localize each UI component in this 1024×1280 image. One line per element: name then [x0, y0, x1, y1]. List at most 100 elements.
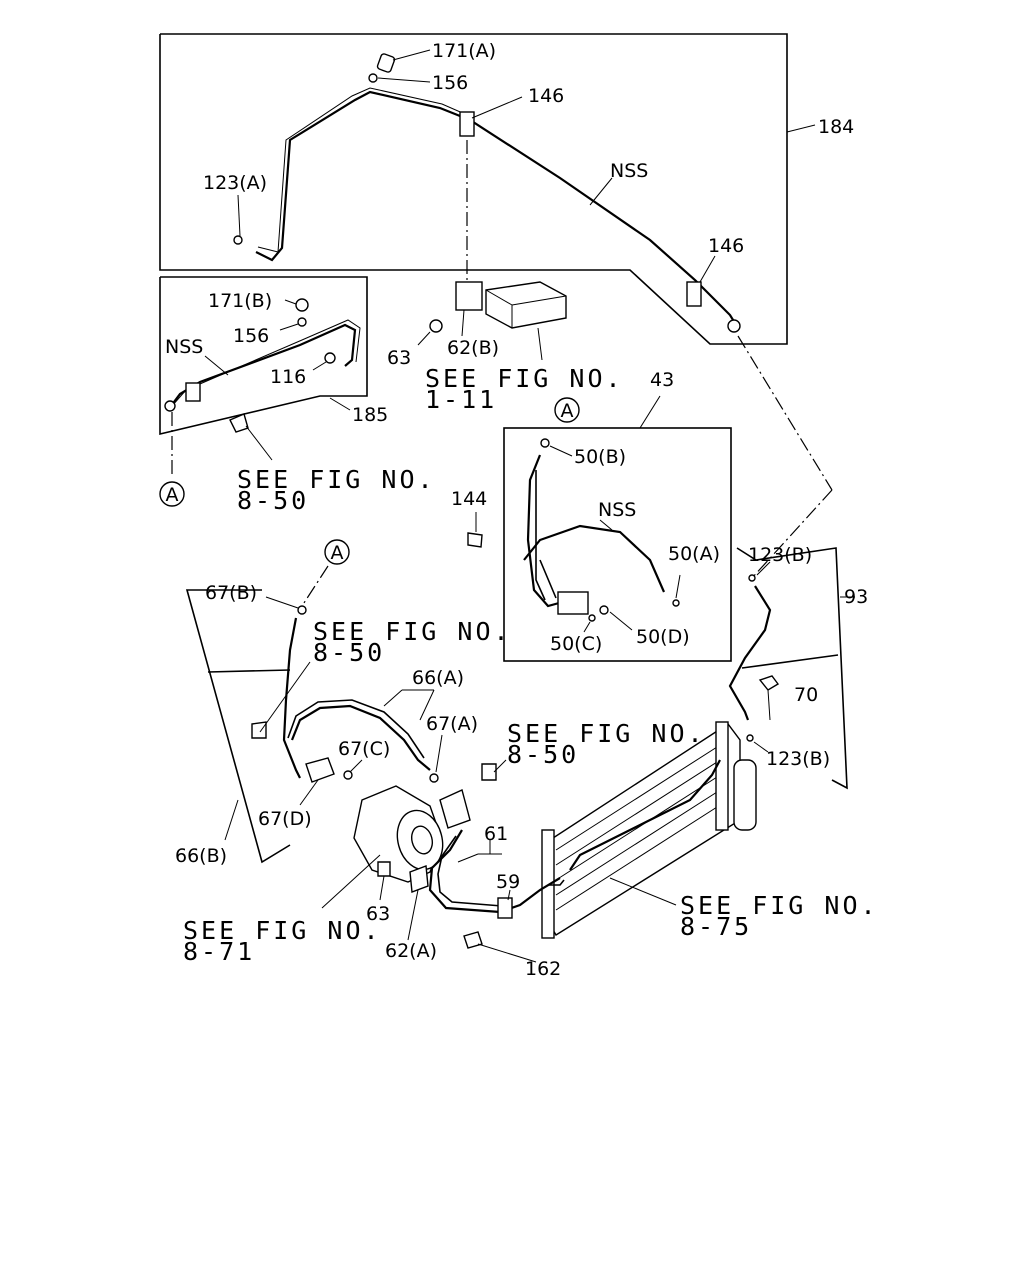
- ref-8-75-line1: SEE FIG NO.: [680, 891, 879, 920]
- leader-50a: [675, 574, 681, 599]
- label-67c: 67(C): [338, 738, 390, 760]
- label-146a: 146: [528, 85, 564, 107]
- marker-a-66: A: [324, 539, 350, 565]
- label-146b: 146: [708, 235, 744, 257]
- pipe-93: [728, 585, 772, 721]
- leader-156b: [279, 323, 299, 331]
- bracket-62b: [455, 281, 483, 311]
- pipe-61: [428, 829, 561, 914]
- leader-67b: [265, 596, 299, 609]
- pipe-185: [167, 323, 357, 411]
- ref-8-50-a-line2: 8-50: [237, 486, 309, 515]
- leader-116: [312, 361, 327, 371]
- leader-66a-3: [419, 689, 435, 721]
- bolt-70: [758, 675, 780, 691]
- label-123b2: 123(B): [766, 748, 830, 770]
- label-66b: 66(B): [175, 845, 227, 867]
- oring-50c: [588, 614, 596, 622]
- ref-1-11-line2: 1-11: [425, 385, 497, 414]
- frame-184: [159, 33, 788, 345]
- bracket-66b-mid: [207, 669, 291, 673]
- bolt-144: [467, 532, 483, 548]
- dashline-a2: [301, 565, 329, 607]
- label-156b: 156: [233, 325, 269, 347]
- ref-8-75-line2: 8-75: [680, 912, 752, 941]
- bolt-162: [463, 931, 483, 949]
- label-67b: 67(B): [205, 582, 257, 604]
- label-67a: 67(A): [426, 713, 478, 735]
- hose-43-b: [523, 524, 666, 593]
- label-62a: 62(A): [385, 940, 437, 962]
- bolt-63b: [377, 861, 391, 877]
- leader-61-1: [457, 853, 479, 863]
- ref-8-50-a-line1: SEE FIG NO.: [237, 465, 436, 494]
- leader-146b: [699, 255, 716, 283]
- leader-66a-1: [383, 689, 403, 707]
- frame-43: [503, 427, 732, 662]
- nut-171b: [295, 298, 309, 312]
- ref-8-50-c-line2: 8-50: [507, 740, 579, 769]
- marker-a-66-text: A: [331, 542, 344, 564]
- label-nss2: NSS: [165, 336, 203, 358]
- leader-123b1: [756, 561, 771, 576]
- compressor-bracket: [439, 789, 471, 829]
- oring-67a: [429, 773, 439, 783]
- marker-a-left: A: [159, 481, 185, 507]
- pipe-185-inner: [171, 319, 361, 407]
- leader-185: [329, 397, 351, 411]
- clip-185: [185, 382, 201, 402]
- label-66a: 66(A): [412, 667, 464, 689]
- bolt-63a: [429, 319, 443, 333]
- label-185: 185: [352, 404, 388, 426]
- ref-8-71-line1: SEE FIG NO.: [183, 916, 382, 945]
- bracket-62a: [409, 865, 429, 893]
- leader-62b: [461, 309, 465, 337]
- leader-184: [786, 124, 816, 133]
- oring-50b: [540, 438, 550, 448]
- oring-123b2: [746, 734, 754, 742]
- label-62b: 62(B): [447, 337, 499, 359]
- label-61: 61: [484, 823, 508, 845]
- clip-146b: [686, 281, 702, 307]
- leader-nss3: [599, 519, 613, 531]
- leader-50b: [549, 445, 573, 457]
- receiver-drier: [733, 759, 757, 831]
- receiver-box: [485, 281, 567, 329]
- label-123b1: 123(B): [748, 544, 812, 566]
- oring-67b: [297, 605, 307, 615]
- leader-59: [507, 889, 511, 901]
- receiver-box-edge: [485, 289, 513, 306]
- label-59: 59: [496, 871, 520, 893]
- pipe-184: [255, 90, 739, 329]
- bracket-93: [736, 547, 848, 790]
- leader-156a: [377, 77, 431, 83]
- label-93: 93: [844, 586, 868, 608]
- ref-8-50-c-line1: SEE FIG NO.: [507, 719, 706, 748]
- leader-66b: [224, 799, 239, 841]
- label-67d: 67(D): [258, 808, 312, 830]
- leader-50d: [609, 611, 633, 631]
- block-43: [557, 591, 589, 615]
- hose-66-upper: [282, 617, 301, 779]
- label-50d: 50(D): [636, 626, 690, 648]
- leader-70: [767, 689, 771, 721]
- leader-850-2: [259, 661, 311, 733]
- leader-62a: [407, 889, 419, 941]
- hose-43: [526, 454, 571, 608]
- ref-8-50-b-line1: SEE FIG NO.: [313, 617, 512, 646]
- leader-67d: [299, 779, 319, 806]
- fitting-67d: [305, 757, 335, 783]
- oring-156b: [297, 317, 307, 327]
- leader-146a: [471, 96, 523, 119]
- receiver-box-edge3: [511, 295, 567, 306]
- dashline-184-93b: [751, 489, 833, 579]
- condenser-side-r: [715, 721, 729, 831]
- oring-123b1: [748, 574, 756, 582]
- leader-850-3: [493, 759, 507, 773]
- leader-111: [537, 327, 543, 361]
- dashline-184-93: [737, 335, 833, 491]
- fitting-123a: [233, 235, 243, 245]
- fitting-184-end: [727, 319, 741, 333]
